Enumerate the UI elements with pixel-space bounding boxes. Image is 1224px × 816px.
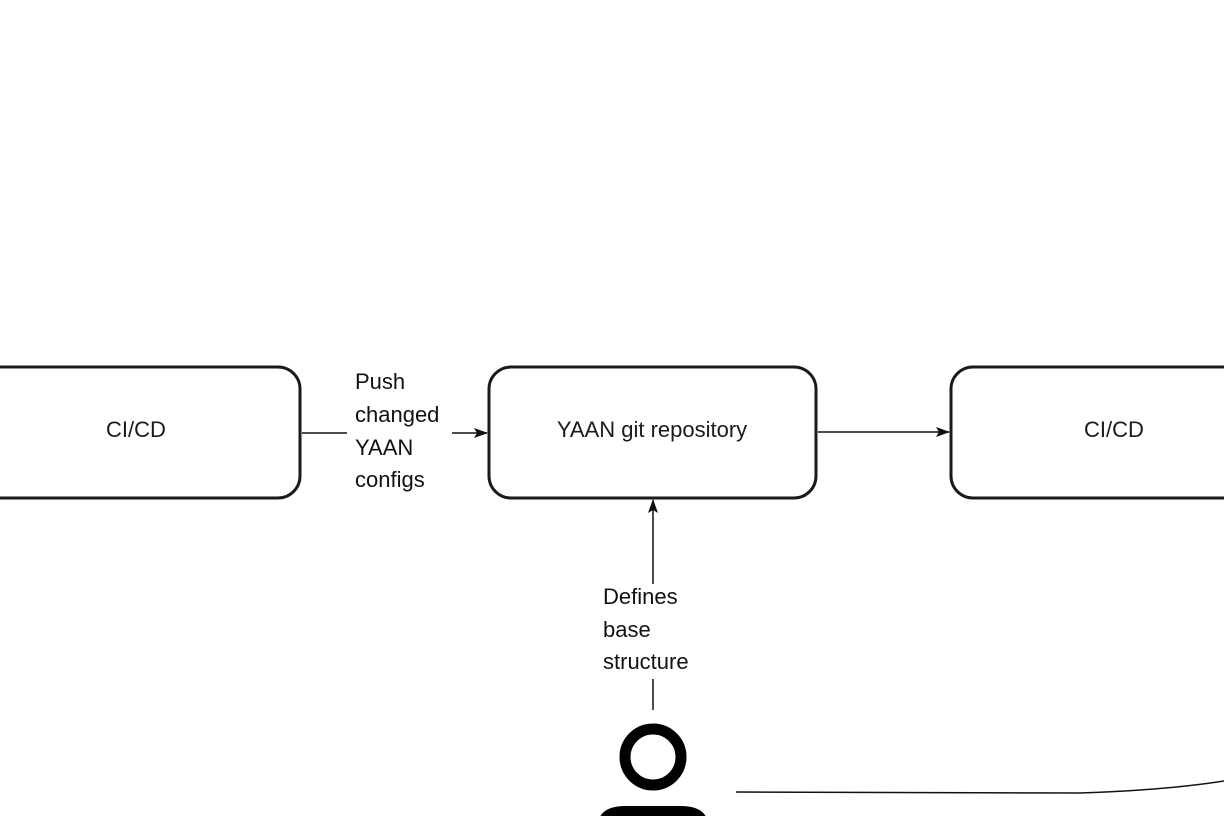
edge-defines-structure-label-line: Defines [603, 584, 678, 609]
node-yaan-git-repository-label: YAAN git repository [557, 417, 747, 442]
node-cicd-left[interactable]: CI/CD [0, 365, 302, 500]
edge-push-configs[interactable]: Push changed YAAN configs [302, 369, 488, 492]
node-yaan-git-repository[interactable]: YAAN git repository [487, 365, 818, 500]
edge-defines-structure-label-line: base [603, 617, 651, 642]
edge-push-configs-label-line: configs [355, 467, 425, 492]
edge-push-configs-label-line: changed [355, 402, 439, 427]
node-cicd-right[interactable]: CI/CD [949, 365, 1224, 500]
person-icon [600, 723, 706, 816]
edge-push-configs-label-line: Push [355, 369, 405, 394]
node-cicd-left-label: CI/CD [106, 417, 166, 442]
edge-actor-offscreen-line [735, 780, 1224, 794]
edge-actor-offscreen[interactable] [735, 780, 1224, 794]
actor-person[interactable] [598, 723, 708, 816]
edge-defines-structure-label-line: structure [603, 649, 689, 674]
edge-push-configs-label: Push changed YAAN configs [355, 369, 446, 492]
node-cicd-right-label: CI/CD [1084, 417, 1144, 442]
edge-defines-structure[interactable]: Defines base structure [603, 499, 689, 710]
edge-defines-structure-label: Defines base structure [603, 584, 689, 674]
edge-push-configs-label-line: YAAN [355, 435, 413, 460]
